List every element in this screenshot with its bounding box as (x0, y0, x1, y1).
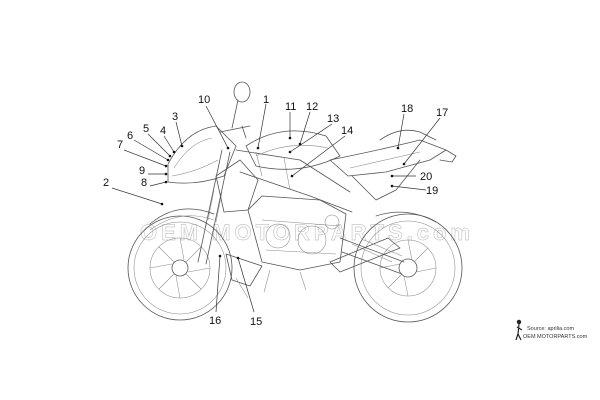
callout-10: 10 (198, 94, 210, 106)
callout-8: 8 (141, 177, 147, 189)
callout-5: 5 (143, 123, 149, 135)
callout-3: 3 (172, 111, 178, 123)
callout-2: 2 (103, 177, 109, 189)
callout-19: 19 (426, 185, 438, 197)
callout-4: 4 (160, 125, 166, 137)
callout-labels: 1 2 3 4 5 6 7 8 9 10 11 12 13 14 15 16 1… (103, 94, 448, 328)
source-line-1: Source: aprilia.com (527, 326, 574, 332)
callout-7: 7 (117, 139, 123, 151)
callout-9: 9 (139, 165, 145, 177)
callout-20: 20 (420, 171, 432, 183)
mechanic-figure-icon (515, 319, 523, 341)
callout-14: 14 (341, 125, 353, 137)
callout-1: 1 (263, 94, 269, 106)
callout-13: 13 (327, 113, 339, 125)
leader-lines (111, 103, 441, 313)
source-badge: Source: aprilia.com OEM MOTORPARTS.com (515, 319, 588, 341)
callout-16: 16 (209, 315, 221, 327)
callout-17: 17 (436, 107, 448, 119)
callout-11: 11 (285, 101, 296, 113)
callout-18: 18 (401, 103, 413, 115)
callout-12: 12 (306, 101, 318, 113)
front-wheel (127, 215, 233, 321)
callout-15: 15 (250, 316, 262, 328)
callout-6: 6 (127, 130, 133, 142)
source-line-2: OEM MOTORPARTS.com (523, 334, 588, 340)
rear-wheel (353, 213, 463, 323)
